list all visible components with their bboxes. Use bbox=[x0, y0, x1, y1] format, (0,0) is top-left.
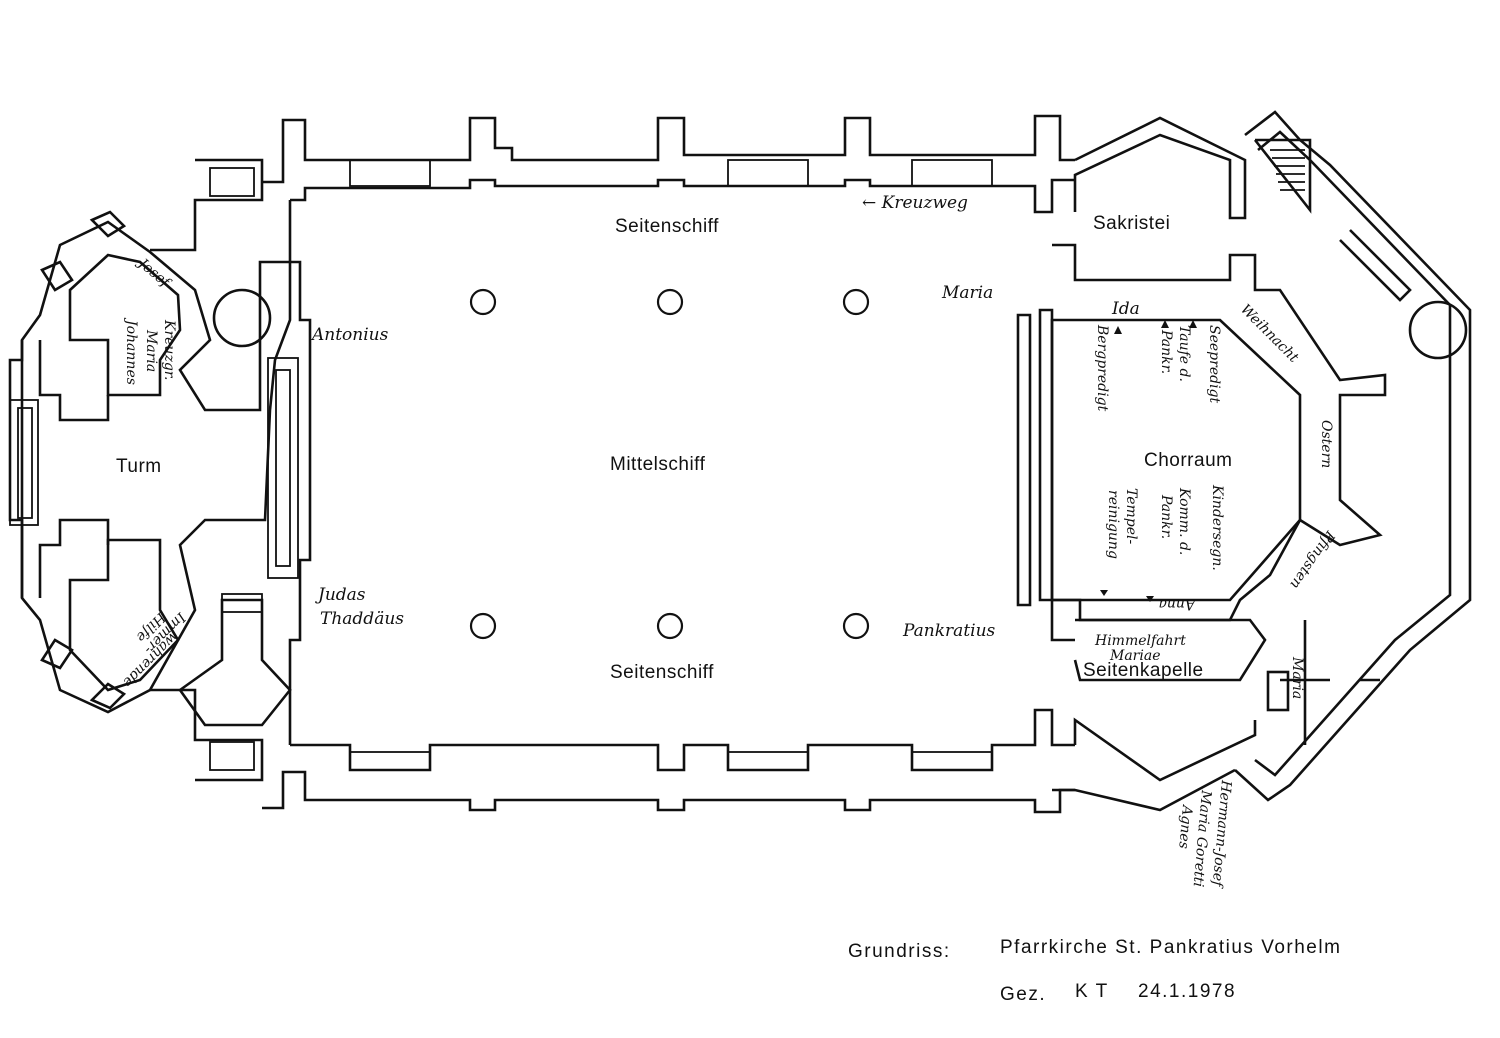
annotation-judas: Judas bbox=[315, 585, 366, 605]
room-chorraum: Chorraum bbox=[1144, 450, 1232, 471]
annotation-maria-chor: Maria bbox=[941, 283, 993, 303]
annotation-weihnacht: Weihnacht bbox=[1237, 302, 1302, 367]
room-mittelschiff: Mittelschiff bbox=[610, 454, 706, 475]
annotation-taufe-1: Taufe d. bbox=[1176, 325, 1192, 382]
annotation-maria-kapelle: Maria bbox=[1289, 656, 1305, 699]
annotation-taufe-2: Pankr. bbox=[1158, 329, 1174, 374]
annotation-komm-2: Pankr. bbox=[1158, 494, 1174, 539]
annotation-antonius: Antonius bbox=[310, 325, 389, 345]
caption-title: Pfarrkirche St. Pankratius Vorhelm bbox=[1000, 937, 1341, 958]
annotation-kreuzweg: ← Kreuzweg bbox=[862, 193, 968, 213]
caption-drawn-by: K T bbox=[1075, 981, 1109, 1002]
choir-walls bbox=[1016, 110, 1472, 812]
annotation-tempel-1: Tempel- bbox=[1123, 488, 1139, 545]
room-sakristei: Sakristei bbox=[1093, 213, 1170, 234]
annotation-tempel-2: reinigung bbox=[1105, 490, 1121, 559]
annotation-thaddaeus: Thaddäus bbox=[320, 609, 404, 629]
stairs bbox=[1270, 149, 1305, 191]
caption-drawn-label: Gez. bbox=[1000, 984, 1046, 1005]
annotation-kreuzgr: Kreuzgr. bbox=[161, 319, 177, 380]
room-seitenschiff-south: Seitenschiff bbox=[610, 662, 714, 683]
annotation-johannes: Johannes bbox=[123, 317, 139, 385]
room-seitenschiff-north: Seitenschiff bbox=[615, 216, 719, 237]
annotation-seepredigt: Seepredigt bbox=[1206, 325, 1222, 404]
annotation-himmelfahrt-2: Mariae bbox=[1109, 648, 1160, 664]
annotation-ostern: Ostern bbox=[1318, 420, 1334, 468]
annotation-bergpredigt: Bergpredigt bbox=[1094, 324, 1110, 412]
caption-title-label: Grundriss: bbox=[848, 941, 951, 962]
nave-walls bbox=[262, 114, 1075, 814]
annotation-kindersegen: Kindersegn. bbox=[1209, 484, 1225, 571]
room-seitenkapelle: Seitenkapelle bbox=[1083, 660, 1204, 681]
annotation-pankratius: Pankratius bbox=[902, 621, 996, 641]
annotation-anna: Anna bbox=[1159, 596, 1198, 612]
annotation-komm-1: Komm. d. bbox=[1176, 487, 1192, 555]
annotation-pfingsten: Pfingsten bbox=[1286, 527, 1338, 592]
room-turm: Turm bbox=[116, 456, 162, 477]
caption-date: 24.1.1978 bbox=[1138, 981, 1236, 1002]
annotation-himmelfahrt-1: Himmelfahrt bbox=[1094, 633, 1186, 649]
tower-walls bbox=[8, 158, 292, 782]
annotation-maria-turm: Maria bbox=[143, 329, 159, 372]
annotation-hermann-3: Agnes bbox=[1175, 803, 1195, 850]
choir-markers bbox=[1100, 320, 1197, 602]
annotation-ida: Ida bbox=[1111, 299, 1140, 319]
pillars bbox=[469, 288, 870, 640]
